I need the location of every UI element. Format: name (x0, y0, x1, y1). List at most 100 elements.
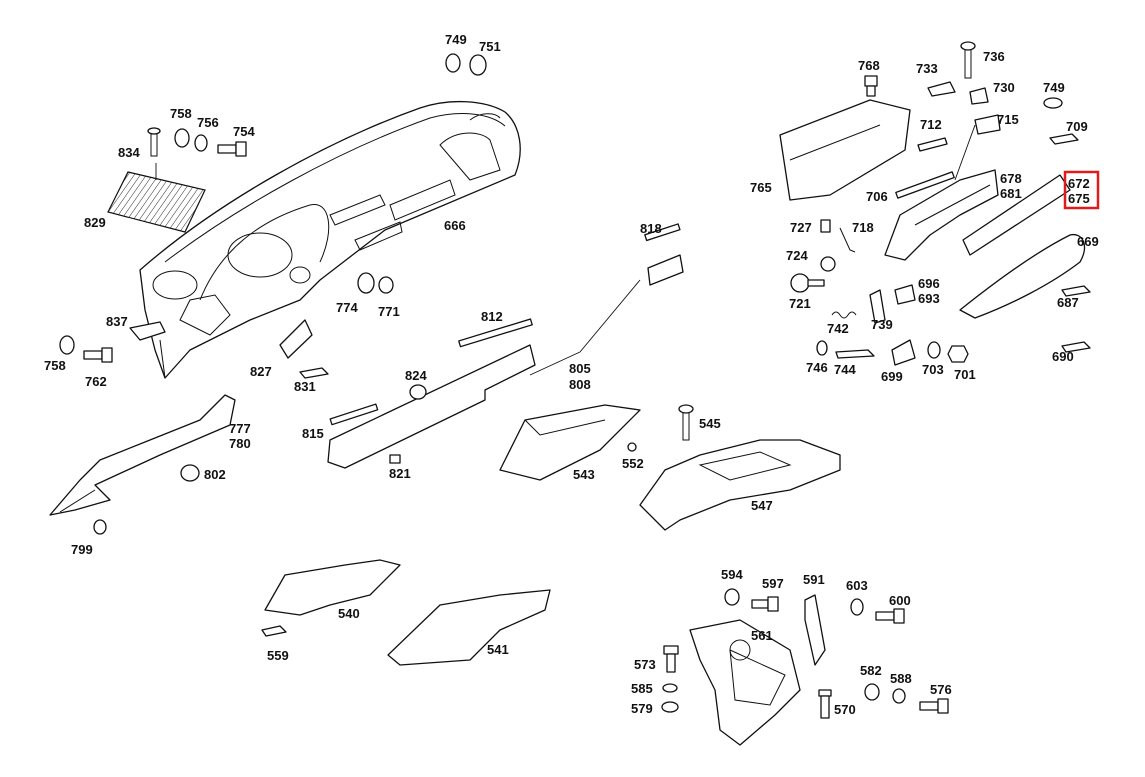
trim-805-808 (327, 344, 536, 469)
washer-603 (850, 598, 864, 616)
ring-774 (357, 272, 375, 294)
washer-746 (816, 340, 828, 356)
clip-824 (409, 384, 427, 400)
label-712: 712 (920, 117, 942, 132)
trim-812 (458, 318, 533, 348)
washer-749-right (1043, 97, 1063, 109)
washer-703 (927, 341, 941, 359)
rod-718 (839, 227, 856, 253)
label-545: 545 (699, 416, 721, 431)
lower-cover-777 (49, 394, 236, 516)
bolt-576 (919, 698, 949, 714)
screw-831 (299, 367, 329, 379)
label-744: 744 (834, 362, 856, 377)
label-703: 703 (922, 362, 944, 377)
dashboard-panel (139, 100, 521, 379)
screw-744 (835, 349, 875, 359)
clip-802 (180, 464, 200, 482)
washer-579 (661, 701, 679, 713)
duct-543 (499, 404, 641, 481)
clip-733 (927, 81, 956, 97)
label-690: 690 (1052, 349, 1074, 364)
label-693: 693 (918, 291, 940, 306)
label-540: 540 (338, 606, 360, 621)
label-579: 579 (631, 701, 653, 716)
label-751: 751 (479, 39, 501, 54)
bolt-762 (83, 347, 113, 363)
label-768: 768 (858, 58, 880, 73)
label-678: 678 (1000, 171, 1022, 186)
label-543: 543 (573, 467, 595, 482)
bracket-541 (387, 589, 551, 666)
label-815: 815 (302, 426, 324, 441)
glovebox-765 (779, 99, 911, 201)
label-733: 733 (916, 61, 938, 76)
label-771: 771 (378, 304, 400, 319)
label-818: 818 (640, 221, 662, 236)
bracket-540 (264, 559, 401, 616)
label-582: 582 (860, 663, 882, 678)
label-736: 736 (983, 49, 1005, 64)
bracket-561 (689, 619, 801, 746)
label-724: 724 (786, 248, 808, 263)
bolt-570 (818, 689, 832, 719)
label-669: 669 (1077, 234, 1099, 249)
label-727: 727 (790, 220, 812, 235)
label-756: 756 (197, 115, 219, 130)
label-552: 552 (622, 456, 644, 471)
label-696: 696 (918, 276, 940, 291)
nut-751 (469, 54, 487, 76)
label-585: 585 (631, 681, 653, 696)
label-573: 573 (634, 657, 656, 672)
strip-818 (644, 223, 681, 242)
rod-591 (804, 594, 826, 666)
label-799: 799 (71, 542, 93, 557)
label-774: 774 (336, 300, 358, 315)
label-834: 834 (118, 145, 140, 160)
label-758-left: 758 (44, 358, 66, 373)
label-672: 672 (1068, 176, 1090, 191)
washer-756 (194, 134, 208, 152)
spring-742 (831, 311, 857, 319)
hinge-715 (974, 114, 1001, 135)
label-754: 754 (233, 124, 255, 139)
washer-758 (174, 128, 190, 148)
label-701: 701 (954, 367, 976, 382)
washer-588 (892, 688, 906, 704)
label-588: 588 (890, 671, 912, 686)
label-715: 715 (997, 112, 1019, 127)
label-805: 805 (569, 361, 591, 376)
label-699: 699 (881, 369, 903, 384)
label-824: 824 (405, 368, 427, 383)
label-762: 762 (85, 374, 107, 389)
latch-730 (969, 87, 989, 105)
screw-687 (1061, 285, 1091, 297)
label-812: 812 (481, 309, 503, 324)
label-576: 576 (930, 682, 952, 697)
nut-701 (947, 345, 969, 363)
panel-547 (639, 439, 841, 531)
label-600: 600 (889, 593, 911, 608)
label-709: 709 (1066, 119, 1088, 134)
clip-771 (378, 276, 394, 294)
label-837: 837 (106, 314, 128, 329)
bracket-696 (894, 284, 916, 305)
label-591: 591 (803, 572, 825, 587)
label-541: 541 (487, 642, 509, 657)
strip-815 (329, 403, 379, 426)
strip-712 (917, 137, 948, 152)
bolt-600 (875, 608, 905, 624)
label-765: 765 (750, 180, 772, 195)
plug-799 (93, 519, 107, 535)
label-749-right: 749 (1043, 80, 1065, 95)
label-706: 706 (866, 189, 888, 204)
washer-749-top (445, 53, 461, 73)
lock-721 (790, 273, 825, 293)
label-603: 603 (846, 578, 868, 593)
bolt-754 (217, 141, 247, 157)
washer-585 (662, 683, 678, 693)
screw-690 (1061, 341, 1091, 353)
part-labels: 749 751 758 756 754 834 829 666 837 758 … (44, 32, 1099, 717)
clip-818-lower (647, 254, 684, 286)
